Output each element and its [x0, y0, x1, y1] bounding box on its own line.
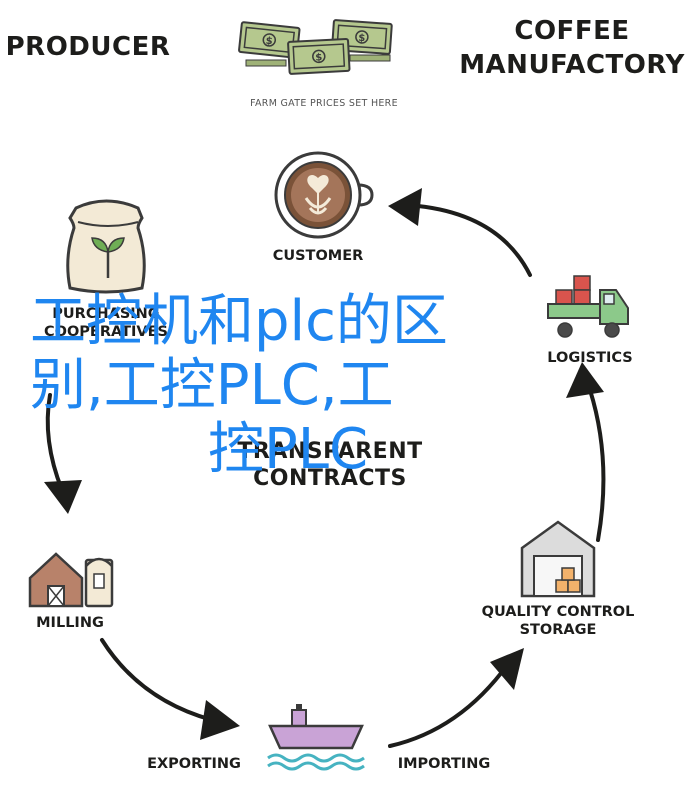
purchasing-line2: COOPERATIVES	[44, 324, 168, 340]
logistics-label: LOGISTICS	[547, 350, 633, 366]
arrow-milling-to-exporting	[100, 638, 214, 722]
coffee-sack-icon	[66, 199, 146, 294]
arrowhead-customer	[388, 188, 422, 226]
arrow-purchasing-to-milling	[45, 393, 64, 492]
purchasing-line1: PURCHASING	[52, 306, 160, 322]
overlay-line1: 工控机和plc的区	[30, 289, 448, 354]
delivery-truck-icon	[547, 275, 629, 338]
exporting-label: EXPORTING	[147, 756, 241, 772]
arrows	[45, 204, 606, 748]
warehouse-icon	[520, 520, 596, 598]
arrowhead-logistics	[566, 362, 604, 398]
arrowhead-milling	[44, 480, 82, 514]
farm-gate-label: FARM GATE PRICES SET HERE	[250, 98, 398, 109]
arrowhead-exporting	[200, 700, 240, 740]
coffee-manufactory-line1: COFFEE	[514, 16, 630, 46]
mill-building-icon	[28, 552, 114, 608]
producer-label: PRODUCER	[5, 32, 171, 62]
arrowheads	[44, 188, 604, 740]
overlay-line2: 别,工控PLC,工	[30, 353, 394, 418]
milling-label: MILLING	[36, 615, 104, 631]
arrow-storage-to-logistics	[588, 388, 606, 542]
svg-text:$: $	[358, 33, 366, 44]
transparent-line2: CONTRACTS	[253, 466, 407, 491]
transparent-line1: TRANSPARENT	[237, 439, 423, 464]
importing-label: IMPORTING	[397, 756, 491, 772]
overlay-title-text: 工控机和plc的区 别,工控PLC,工 控PLC	[30, 290, 590, 482]
quality-line1: QUALITY CONTROL	[481, 604, 635, 620]
coffee-manufactory-line2: MANUFACTORY	[459, 50, 685, 80]
overlay-line3: 控PLC	[208, 417, 369, 482]
quality-control-storage-label: QUALITY CONTROL STORAGE	[476, 603, 640, 639]
coffee-manufactory-label: COFFEE MANUFACTORY	[448, 14, 696, 82]
svg-text:$: $	[315, 52, 323, 63]
money-bills-icon: $ $ $	[238, 19, 393, 75]
arrow-importing-to-storage	[388, 662, 510, 748]
quality-line2: STORAGE	[519, 622, 597, 638]
cargo-ship-icon	[267, 704, 365, 771]
coffee-cup-icon	[274, 151, 374, 239]
purchasing-cooperatives-label: PURCHASING COOPERATIVES	[26, 305, 186, 341]
arrow-logistics-to-customer	[416, 204, 532, 277]
arrowhead-storage	[490, 648, 524, 690]
customer-label: CUSTOMER	[272, 248, 364, 264]
transparent-contracts-label: TRANSPARENT CONTRACTS	[210, 438, 450, 492]
svg-text:$: $	[265, 36, 273, 48]
